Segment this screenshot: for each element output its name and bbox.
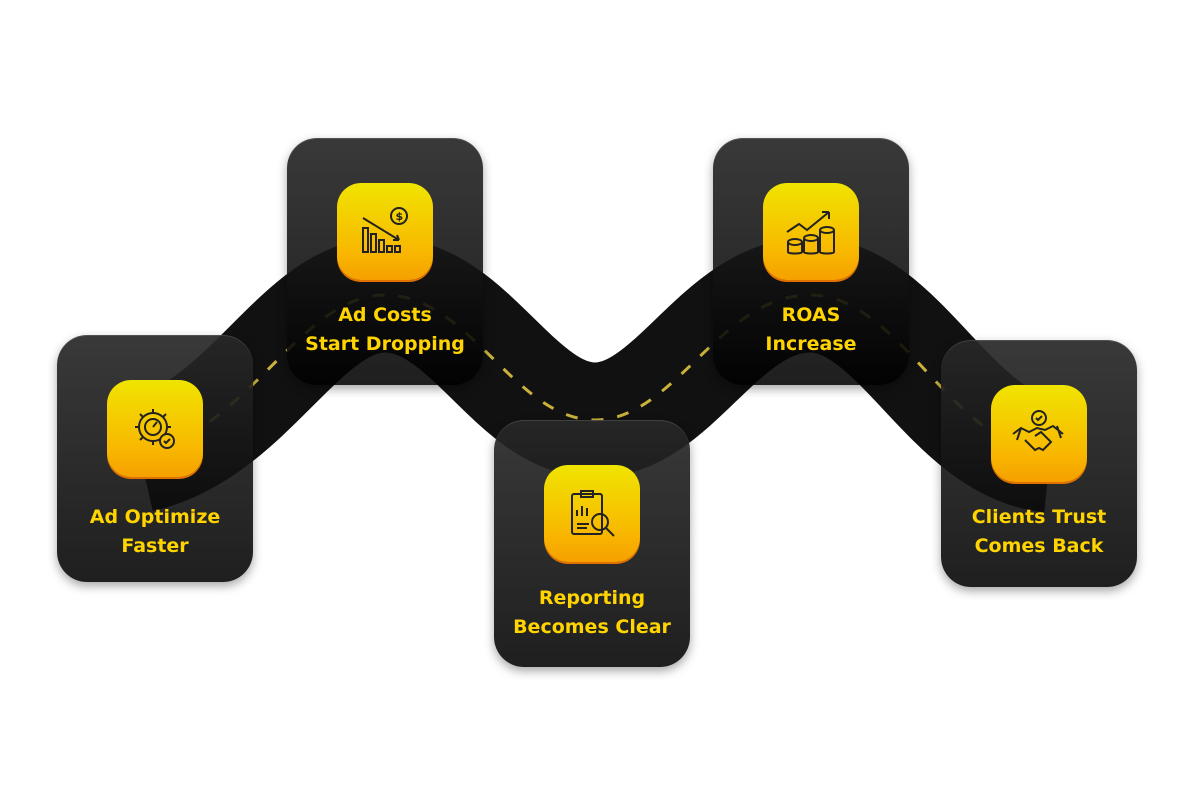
title-line: Ad Costs	[338, 304, 432, 326]
title-line: Becomes Clear	[513, 616, 671, 638]
cost-down-chart-icon: $	[362, 206, 408, 253]
step-card-ad-costs: $ Ad Costs Start Dropping	[287, 138, 483, 385]
title-line: Ad Optimize	[89, 506, 221, 528]
handshake-icon	[1012, 409, 1064, 451]
svg-text:$: $	[396, 210, 404, 223]
step-card-roas: ROAS Increase	[713, 138, 909, 385]
step-card-clients-trust: Clients Trust Comes Back	[941, 340, 1137, 587]
title-line: Start Dropping	[305, 333, 465, 355]
step-title: Ad Optimize Faster	[57, 503, 253, 561]
step-title: Clients Trust Comes Back	[941, 503, 1137, 561]
step-title: Ad Costs Start Dropping	[287, 301, 483, 359]
icon-tile	[991, 385, 1087, 482]
icon-tile	[763, 183, 859, 280]
step-card-ad-optimize: Ad Optimize Faster	[57, 335, 253, 582]
title-line: Reporting	[538, 587, 646, 609]
report-magnifier-icon	[571, 489, 615, 537]
gear-speedometer-icon	[135, 408, 175, 449]
coins-growth-icon	[786, 210, 835, 254]
title-line: Increase	[765, 333, 857, 355]
title-line: Faster	[121, 535, 189, 557]
step-title: Reporting Becomes Clear	[494, 584, 690, 642]
title-line: Comes Back	[974, 535, 1104, 557]
step-card-reporting: Reporting Becomes Clear	[494, 420, 690, 667]
title-line: Clients Trust	[971, 506, 1107, 528]
step-title: ROAS Increase	[713, 301, 909, 359]
icon-tile	[544, 465, 640, 562]
title-line: ROAS	[781, 304, 841, 326]
icon-tile: $	[337, 183, 433, 280]
icon-tile	[107, 380, 203, 477]
